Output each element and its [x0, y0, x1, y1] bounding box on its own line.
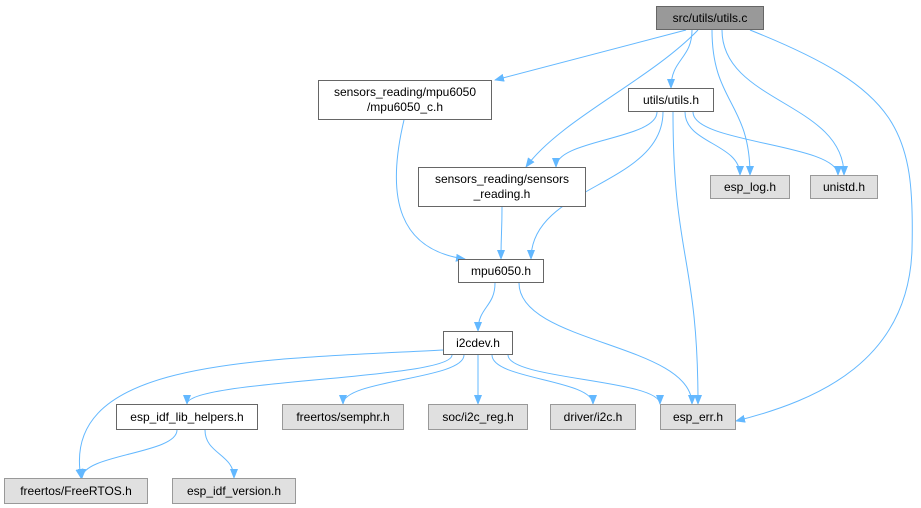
- node-semphr-h: freertos/semphr.h: [282, 404, 404, 430]
- edge-sensors-reading-h-to-mpu6050-h: [497, 206, 506, 260]
- node-unistd-h: unistd.h: [810, 175, 878, 199]
- edge-utils-c-to-esp-err-h: [735, 29, 913, 423]
- edge-utils-h-to-mpu6050-h: [527, 111, 664, 260]
- edge-i2cdev-h-to-esp-idf-lib-helpers-h: [183, 354, 453, 405]
- node-utils-h[interactable]: utils/utils.h: [628, 88, 714, 112]
- node-mpu6050-h[interactable]: mpu6050.h: [458, 259, 544, 283]
- edge-esp-idf-lib-helpers-h-to-esp-idf-version-h: [204, 429, 238, 479]
- node-esp-err-h: esp_err.h: [660, 404, 736, 430]
- node-i2c-reg-h: soc/i2c_reg.h: [428, 404, 528, 430]
- edge-i2cdev-h-to-semphr-h: [339, 354, 465, 405]
- edge-utils-h-to-sensors-reading-h: [552, 111, 658, 168]
- edge-mpu6050-h-to-i2cdev-h: [474, 282, 496, 332]
- node-driver-i2c-h: driver/i2c.h: [550, 404, 636, 430]
- edge-utils-h-to-unistd-h: [692, 111, 842, 176]
- edge-i2cdev-h-to-driver-i2c-h: [491, 354, 597, 405]
- edge-mpu6050-h-to-esp-err-h: [518, 282, 696, 405]
- node-esp-idf-lib-helpers-h[interactable]: esp_idf_lib_helpers.h: [116, 404, 258, 430]
- node-utils-c[interactable]: src/utils/utils.c: [656, 6, 764, 30]
- edge-i2cdev-h-to-freertos-h: [75, 349, 445, 479]
- node-esp-log-h: esp_log.h: [710, 175, 790, 199]
- edge-utils-c-to-unistd-h: [721, 29, 848, 176]
- edge-utils-h-to-esp-err-h: [672, 111, 702, 405]
- edge-utils-c-to-esp-log-h: [711, 29, 754, 176]
- edge-mpu6050-c-h-to-mpu6050-h: [395, 119, 466, 262]
- node-mpu6050-c-h[interactable]: sensors_reading/mpu6050 /mpu6050_c.h: [318, 80, 492, 120]
- node-i2cdev-h[interactable]: i2cdev.h: [443, 331, 513, 355]
- edge-i2cdev-h-to-esp-err-h: [507, 354, 664, 405]
- node-freertos-h: freertos/FreeRTOS.h: [4, 478, 148, 504]
- node-sensors-reading-h[interactable]: sensors_reading/sensors _reading.h: [418, 167, 586, 207]
- edge-esp-idf-lib-helpers-h-to-freertos-h: [78, 429, 178, 479]
- edge-utils-c-to-sensors-reading-h: [525, 29, 699, 168]
- edge-utils-h-to-esp-log-h: [684, 111, 744, 176]
- edge-utils-c-to-mpu6050-c-h: [494, 29, 687, 82]
- node-esp-idf-version-h: esp_idf_version.h: [172, 478, 296, 504]
